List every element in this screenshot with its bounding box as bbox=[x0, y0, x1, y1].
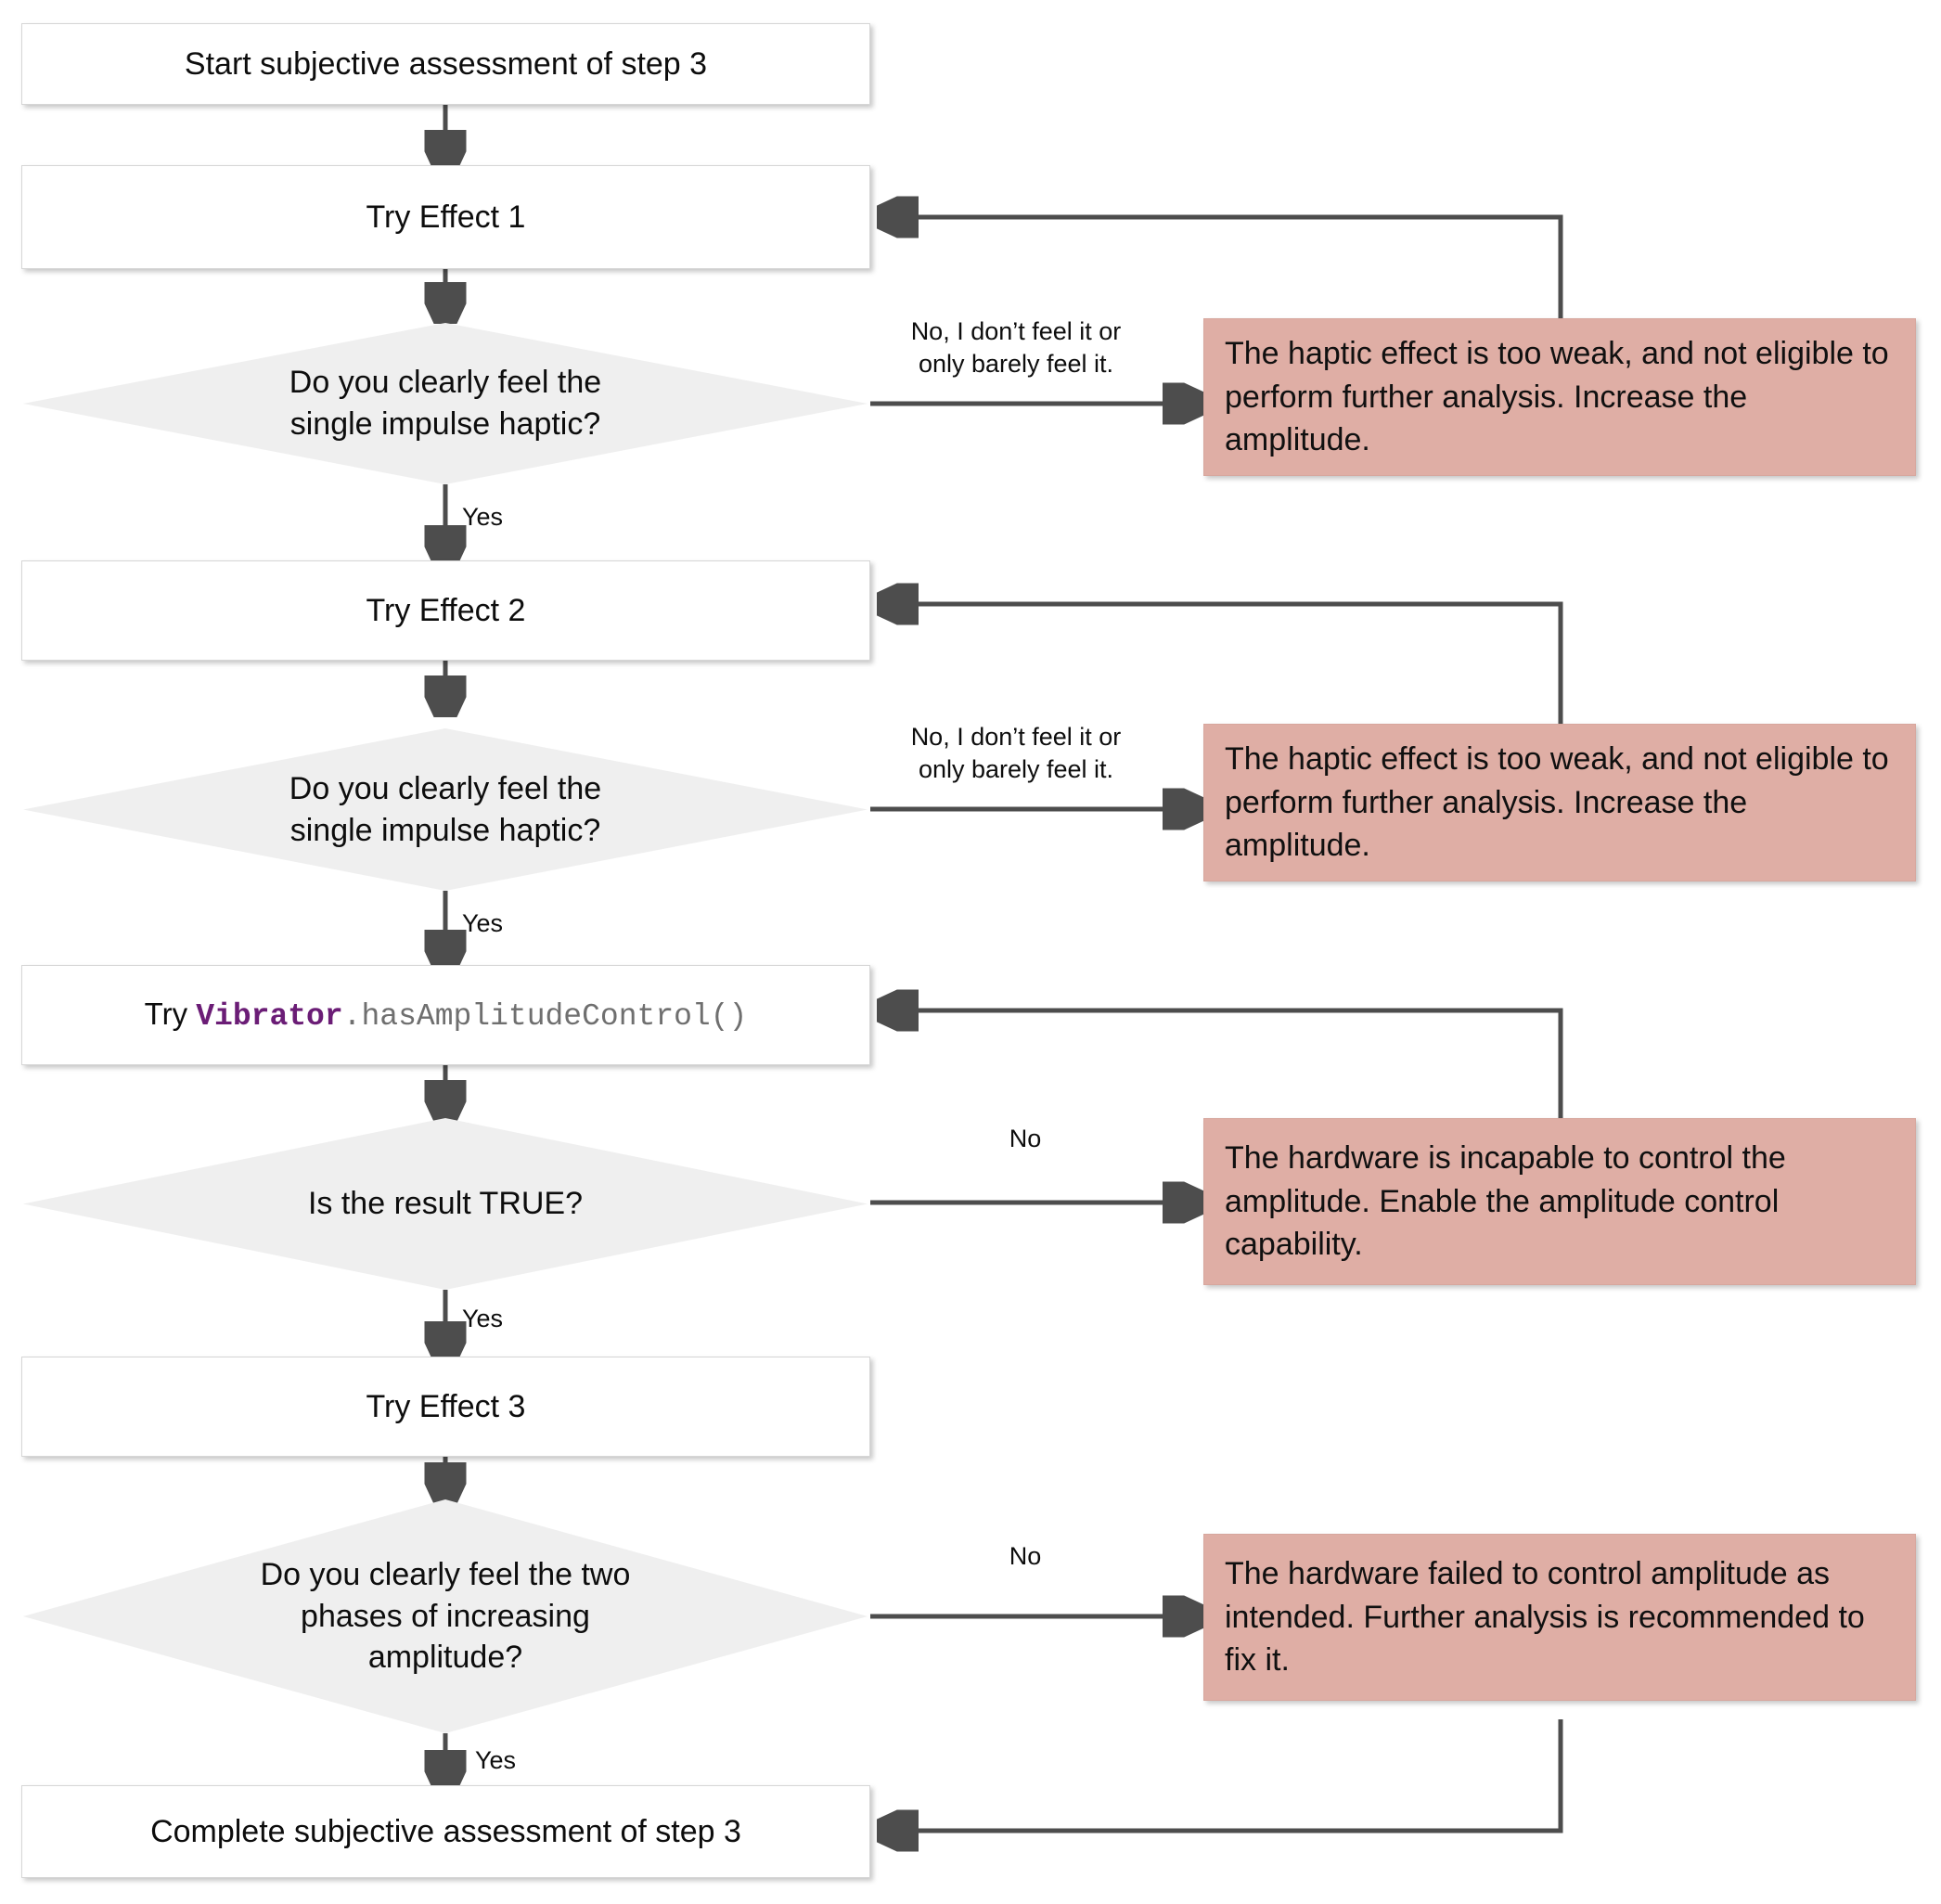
node-decision-feel-impulse-1[interactable]: Do you clearly feel the single impulse h… bbox=[23, 323, 868, 484]
node-try-effect-2-label: Try Effect 2 bbox=[366, 592, 526, 628]
node-decision-result-true-label: Is the result TRUE? bbox=[307, 1186, 584, 1222]
node-decision-two-phases[interactable]: Do you clearly feel the two phases of in… bbox=[23, 1499, 868, 1733]
edge-note1-effect1 bbox=[883, 217, 1563, 318]
edge-note4-complete bbox=[883, 1719, 1563, 1831]
edge-label-q1-no: No, I don’t feel it or only barely feel … bbox=[910, 317, 1122, 378]
edge-label-q1-yes: Yes bbox=[462, 503, 504, 531]
node-decision-feel-impulse-2[interactable]: Do you clearly feel the single impulse h… bbox=[23, 728, 868, 891]
code-line: Try Vibrator.hasAmplitudeControl() bbox=[145, 995, 748, 1036]
node-start[interactable]: Start subjective assessment of step 3 bbox=[21, 23, 870, 105]
node-try-effect-1-label: Try Effect 1 bbox=[366, 199, 526, 235]
code-prefix: Try bbox=[144, 996, 197, 1031]
edge-label-q3-no: No bbox=[1009, 1125, 1042, 1152]
note-hardware-failed-label: The hardware failed to control amplitude… bbox=[1225, 1555, 1865, 1679]
node-try-has-amplitude-control[interactable]: Try Vibrator.hasAmplitudeControl() bbox=[21, 965, 870, 1065]
note-hardware-failed: The hardware failed to control amplitude… bbox=[1203, 1534, 1916, 1701]
note-hardware-incapable-label: The hardware is incapable to control the… bbox=[1225, 1139, 1786, 1263]
note-effect2-too-weak-label: The haptic effect is too weak, and not e… bbox=[1225, 740, 1889, 864]
node-try-effect-1[interactable]: Try Effect 1 bbox=[21, 165, 870, 269]
edge-label-q3-yes: Yes bbox=[462, 1305, 504, 1332]
note-hardware-incapable: The hardware is incapable to control the… bbox=[1203, 1118, 1916, 1285]
code-keyword-vibrator: Vibrator bbox=[196, 998, 343, 1034]
node-decision-feel-impulse-2-label: Do you clearly feel the single impulse h… bbox=[289, 770, 602, 848]
edge-label-q4-yes: Yes bbox=[475, 1746, 517, 1774]
node-decision-two-phases-label: Do you clearly feel the two phases of in… bbox=[260, 1556, 631, 1676]
edge-label-q2-no: No, I don’t feel it or only barely feel … bbox=[910, 723, 1122, 783]
node-complete[interactable]: Complete subjective assessment of step 3 bbox=[21, 1785, 870, 1878]
edge-label-q4-no: No bbox=[1009, 1542, 1042, 1570]
note-effect2-too-weak: The haptic effect is too weak, and not e… bbox=[1203, 724, 1916, 881]
code-member-hasamplitudecontrol: .hasAmplitudeControl() bbox=[342, 998, 748, 1034]
node-start-label: Start subjective assessment of step 3 bbox=[184, 45, 708, 82]
node-try-effect-3[interactable]: Try Effect 3 bbox=[21, 1357, 870, 1457]
edge-label-q2-yes: Yes bbox=[462, 909, 504, 937]
node-try-effect-3-label: Try Effect 3 bbox=[366, 1388, 526, 1424]
node-try-effect-2[interactable]: Try Effect 2 bbox=[21, 560, 870, 661]
node-decision-result-true[interactable]: Is the result TRUE? bbox=[23, 1118, 868, 1290]
node-decision-feel-impulse-1-label: Do you clearly feel the single impulse h… bbox=[289, 365, 602, 442]
node-complete-label: Complete subjective assessment of step 3 bbox=[150, 1813, 741, 1849]
edge-note2-effect2 bbox=[883, 604, 1563, 724]
edge-note3-hasamp bbox=[883, 1010, 1563, 1118]
note-effect1-too-weak: The haptic effect is too weak, and not e… bbox=[1203, 318, 1916, 476]
note-effect1-too-weak-label: The haptic effect is too weak, and not e… bbox=[1225, 335, 1889, 458]
